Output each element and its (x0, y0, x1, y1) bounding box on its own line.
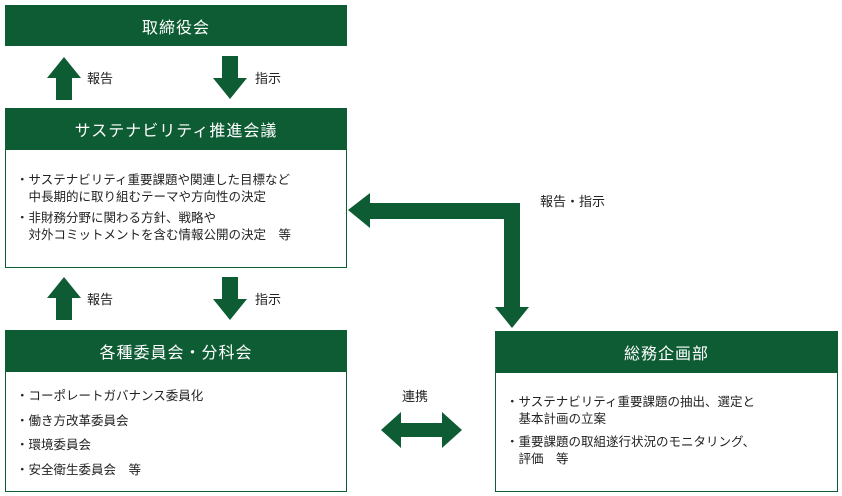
committees-title: 各種委員会・分科会 (99, 342, 253, 362)
council-item-1-line-1: ・サステナビリティ重要課題や関連した目標など (16, 172, 291, 187)
label-report-instruct: 報告・指示 (540, 195, 606, 210)
general-affairs-item-1-line-2: 基本計画の立案 (506, 411, 607, 426)
arrow-collaboration (381, 412, 462, 448)
general-affairs-body: ・サステナビリティ重要課題の抽出、選定と 基本計画の立案 ・重要課題の取組遂行状… (495, 372, 838, 492)
general-affairs-item-2-line-2: 評価 等 (506, 451, 569, 466)
sustainability-council-header: サステナビリティ推進会議 (5, 108, 347, 149)
arrow-elbow-report-instruct (348, 193, 529, 328)
council-item-1-line-2: 中長期的に取り組むテーマや方向性の決定 (16, 189, 267, 204)
committee-item-3: ・環境委員会 (16, 437, 92, 452)
sustainability-council-title: サステナビリティ推進会議 (74, 120, 278, 140)
committee-item-2: ・働き方改革委員会 (16, 412, 129, 428)
label-report-top: 報告 (87, 72, 114, 87)
council-item-2-line-1: ・非財務分野に関わる方針、戦略や (16, 210, 217, 225)
arrow-up-report-mid (47, 277, 81, 320)
committee-item-4: ・安全衛生委員会 等 (16, 461, 142, 477)
label-collaboration: 連携 (402, 390, 429, 405)
sustainability-council-body: ・サステナビリティ重要課題や関連した目標など 中長期的に取り組むテーマや方向性の… (5, 149, 347, 268)
general-affairs-header: 総務企画部 (495, 331, 838, 372)
general-affairs-title: 総務企画部 (623, 343, 709, 363)
board-header: 取締役会 (5, 5, 347, 46)
committees-body: ・コーポレートガバナンス委員化 ・働き方改革委員会 ・環境委員会 ・安全衛生委員… (5, 371, 347, 492)
council-item-2-line-2: 対外コミットメントを含む情報公開の決定 等 (16, 227, 292, 242)
board-title: 取締役会 (141, 17, 210, 37)
label-instruct-mid: 指示 (255, 293, 282, 308)
arrow-up-report-top (47, 57, 81, 100)
committees-header: 各種委員会・分科会 (5, 330, 347, 371)
general-affairs-item-1-line-1: ・サステナビリティ重要課題の抽出、選定と (506, 394, 756, 409)
arrow-down-instruct-top (213, 56, 247, 99)
label-instruct-top: 指示 (255, 72, 282, 87)
arrow-down-instruct-mid (213, 277, 247, 320)
general-affairs-item-2-line-1: ・重要課題の取組遂行状況のモニタリング、 (506, 434, 756, 449)
label-report-mid: 報告 (87, 293, 114, 308)
committee-item-1: ・コーポレートガバナンス委員化 (16, 388, 204, 403)
